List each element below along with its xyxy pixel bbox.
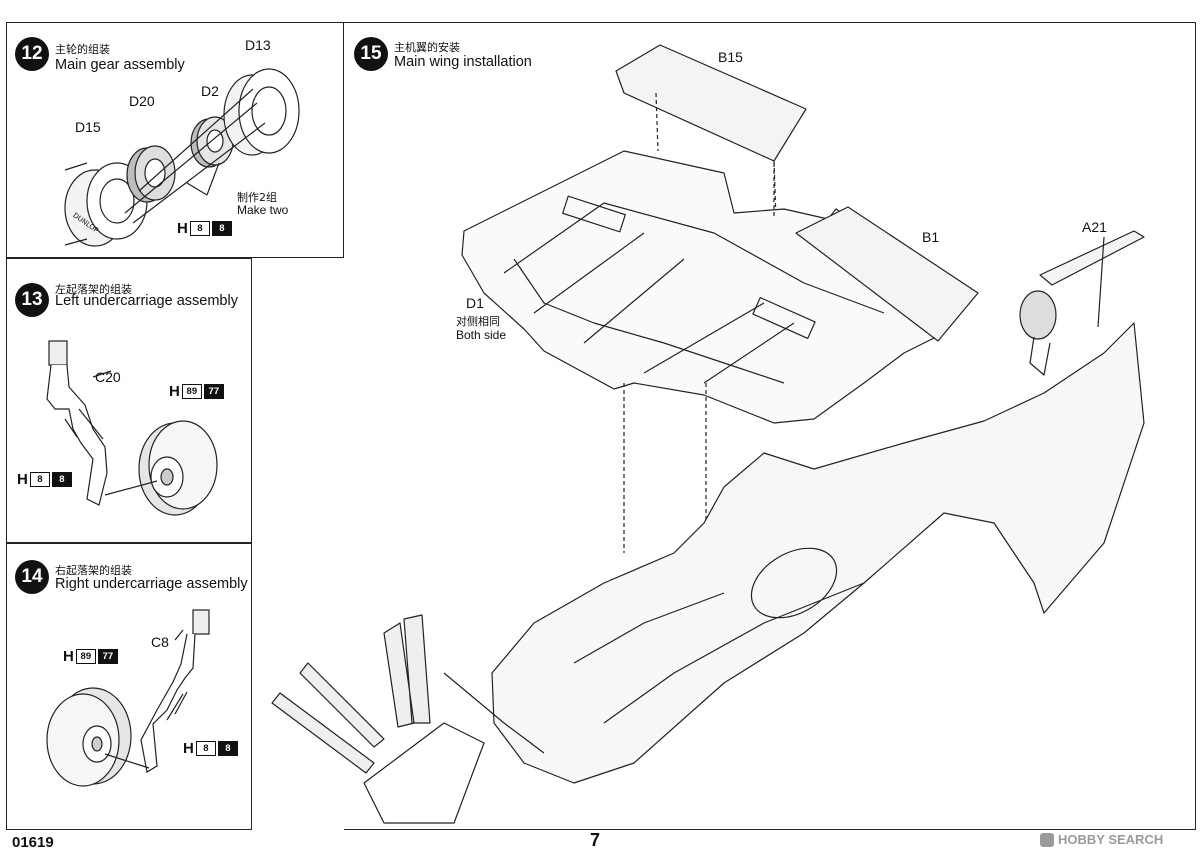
part-b1-label: B1 <box>922 229 940 245</box>
make-two-note-en: Make two <box>237 203 289 217</box>
step-13-title-en: Left undercarriage assembly <box>55 293 238 309</box>
paint-code-black: 8 <box>51 472 72 487</box>
paint-callout-wheel: H 89 77 <box>63 648 118 665</box>
step-15-title-cn: 主机翼的安装 <box>394 41 460 54</box>
part-d20-label: D20 <box>129 93 155 109</box>
paint-letter: H <box>63 648 74 665</box>
paint-code-black: 8 <box>211 221 232 236</box>
both-side-note-en: Both side <box>456 328 507 342</box>
part-d15-label: D15 <box>75 119 101 135</box>
part-c8-label: C8 <box>151 634 169 650</box>
step-14-panel: 14 右起落架的组装 Right undercarriage assembly … <box>6 543 252 830</box>
step-14-title-en: Right undercarriage assembly <box>55 576 248 592</box>
paint-callout-leg: H 8 8 <box>183 740 238 757</box>
main-gear-illustration <box>64 68 300 247</box>
watermark: HOBBY SEARCH <box>1040 832 1163 847</box>
step-15-badge: 15 <box>354 37 388 71</box>
paint-code-white: 89 <box>181 384 202 399</box>
paint-code-white: 89 <box>75 649 96 664</box>
part-c20-label: C20 <box>95 369 121 385</box>
step-12-badge: 12 <box>15 37 49 71</box>
step-14-title-cn: 右起落架的组装 <box>55 564 132 577</box>
step-15-title-en: Main wing installation <box>394 54 532 70</box>
page-number: 7 <box>590 830 601 850</box>
part-d13-label: D13 <box>245 37 271 53</box>
paint-callout: H 8 8 <box>177 220 232 237</box>
part-a21-label: A21 <box>1082 219 1107 235</box>
paint-letter: H <box>17 471 28 488</box>
paint-code-black: 77 <box>97 649 118 664</box>
step-12-title-cn: 主轮的组装 <box>55 43 110 56</box>
paint-letter: H <box>177 220 188 237</box>
paint-callout-wheel: H 89 77 <box>169 383 224 400</box>
watermark-text: HOBBY SEARCH <box>1058 832 1164 847</box>
step-13-title-cn: 左起落架的组装 <box>55 283 132 296</box>
make-two-note-cn: 制作2组 <box>237 191 277 204</box>
right-undercarriage-illustration <box>46 609 210 787</box>
paint-letter: H <box>169 383 180 400</box>
paint-code-black: 8 <box>217 741 238 756</box>
paint-callout-leg: H 8 8 <box>17 471 72 488</box>
main-wing-installation-illustration <box>271 44 1145 824</box>
step-14-badge: 14 <box>15 560 49 594</box>
watermark-logo-icon <box>1040 832 1054 847</box>
part-d2-label: D2 <box>201 83 219 99</box>
step-15-panel: 15 主机翼的安装 Main wing installation B15 B1 … <box>271 22 1196 830</box>
product-code: 01619 <box>12 834 54 851</box>
paint-code-white: 8 <box>189 221 210 236</box>
paint-code-white: 8 <box>29 472 50 487</box>
part-d1-label: D1 <box>466 295 484 311</box>
paint-code-white: 8 <box>195 741 216 756</box>
paint-code-black: 77 <box>203 384 224 399</box>
paint-letter: H <box>183 740 194 757</box>
step-12-panel: 12 主轮的组装 Main gear assembly D13 D20 D2 D… <box>6 22 344 258</box>
left-undercarriage-illustration <box>46 340 218 516</box>
step-12-title-en: Main gear assembly <box>55 57 185 73</box>
both-side-note-cn: 对侧相同 <box>456 315 500 328</box>
step-13-panel: 13 左起落架的组装 Left undercarriage assembly C… <box>6 258 252 543</box>
part-b15-label: B15 <box>718 49 743 65</box>
step-13-badge: 13 <box>15 283 49 317</box>
